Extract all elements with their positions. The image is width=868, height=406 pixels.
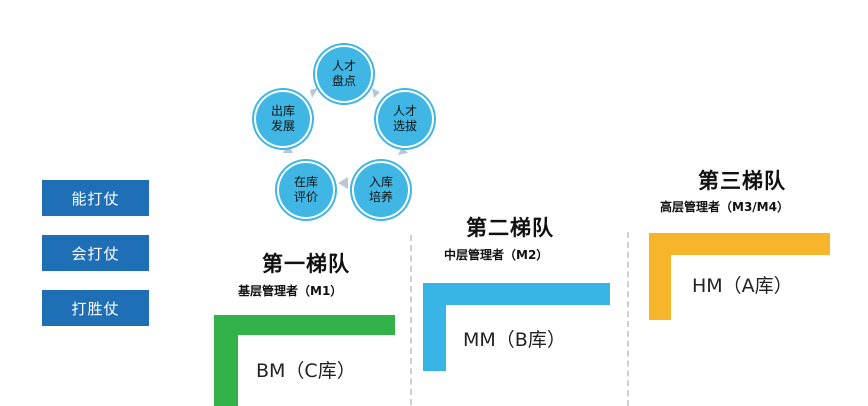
tier3-title: 第三梯队 xyxy=(698,169,786,193)
arrow-icon xyxy=(338,177,348,189)
cycle-node-label: 出库 发展 xyxy=(270,104,295,133)
tier2-step-top xyxy=(423,283,610,305)
separator-line xyxy=(410,235,412,405)
tier1-title: 第一梯队 xyxy=(262,252,350,276)
cycle-node-training: 入库 培养 xyxy=(354,163,408,217)
cycle-node-label: 人才 盘点 xyxy=(331,59,356,88)
button-hui-da-zhang[interactable]: 会打仗 xyxy=(42,235,149,271)
cycle-node-development: 出库 发展 xyxy=(256,92,310,146)
cycle-node-talent-inventory: 人才 盘点 xyxy=(317,47,371,101)
arrow-icon xyxy=(310,88,318,98)
tier3-step-side xyxy=(649,233,671,320)
tier2-label: MM（B库） xyxy=(463,329,566,351)
tier3-step-top xyxy=(649,233,830,255)
tier2-title: 第二梯队 xyxy=(466,216,554,240)
tier2-subtitle: 中层管理者（M2） xyxy=(444,248,549,262)
cycle-node-evaluation: 在库 评价 xyxy=(279,163,333,217)
arrow-icon xyxy=(283,144,293,153)
tier3-subtitle: 高层管理者（M3/M4） xyxy=(660,200,789,214)
cycle-node-label: 入库 培养 xyxy=(368,175,393,204)
tier1-label: BM（C库） xyxy=(256,360,356,382)
arrow-icon xyxy=(372,88,380,98)
cycle-arrows xyxy=(283,88,408,189)
cycle-node-label: 人才 选拔 xyxy=(392,104,417,133)
button-da-sheng-zhang[interactable]: 打胜仗 xyxy=(42,290,149,326)
tier1-subtitle: 基层管理者（M1） xyxy=(238,284,343,298)
separator-line xyxy=(627,232,629,406)
cycle-node-talent-selection: 人才 选拔 xyxy=(378,92,432,146)
button-neng-da-zhang[interactable]: 能打仗 xyxy=(42,180,149,216)
tier3-label: HM（A库） xyxy=(692,275,793,297)
tier1-step-top xyxy=(214,315,395,335)
arrow-icon xyxy=(398,147,408,155)
tier2-step-side xyxy=(423,283,446,371)
tier1-step-side xyxy=(214,315,238,406)
cycle-node-label: 在库 评价 xyxy=(293,175,318,204)
